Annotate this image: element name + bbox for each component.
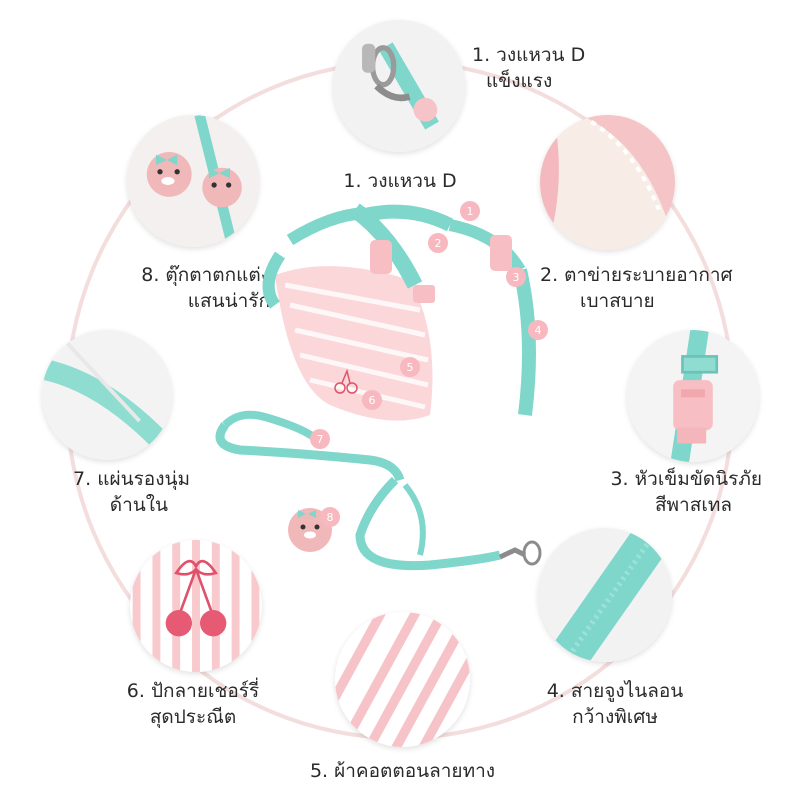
badge-5: 5 [400, 357, 420, 377]
plush-bear-icon [127, 115, 259, 247]
buckle-left [370, 240, 392, 274]
feature-5-label: 5. ผ้าคอตตอนลายทาง [309, 760, 496, 782]
feature-6-label: 6. ปักลายเชอร์รี่ สุดประณีต [126, 680, 260, 728]
photo-padding [42, 330, 172, 460]
svg-text:4: 4 [535, 324, 542, 337]
svg-text:3: 3 [513, 271, 520, 284]
badge-3: 3 [506, 267, 526, 287]
badge-7: 7 [310, 429, 330, 449]
badge-6: 6 [362, 390, 382, 410]
badge-4: 4 [528, 320, 548, 340]
photo-plush-toy [127, 115, 259, 247]
svg-text:8: 8 [327, 511, 334, 524]
d-ring-clip-icon [333, 20, 465, 152]
harness-product-illustration: 1 2 3 4 5 6 7 8 [215, 201, 548, 571]
buckle-right [490, 235, 512, 271]
svg-text:6: 6 [369, 394, 376, 407]
svg-text:5: 5 [407, 361, 414, 374]
svg-text:7: 7 [317, 433, 324, 446]
center-feature-label: 1. วงแหวน D [343, 170, 457, 192]
photo-striped-cotton [335, 612, 470, 747]
badge-1: 1 [460, 201, 480, 221]
photo-mesh [540, 115, 675, 250]
feature-3-label: 3. หัวเข็มขัดนิรภัย สีพาสเทล [610, 468, 762, 516]
striped-fabric-icon [335, 612, 470, 747]
nylon-strap-icon [538, 528, 672, 662]
feature-1-label: 1. วงแหวน D แข็งแรง [472, 44, 586, 92]
photo-buckle [627, 330, 759, 462]
padding-strap-icon [42, 330, 172, 460]
feature-7-label: 7. แผ่นรองนุ่ม ด้านใน [73, 468, 190, 516]
feature-2-label: 2. ตาข่ายระบายอากาศ เบาสบาย [540, 264, 733, 312]
photo-d-ring [333, 20, 465, 152]
badge-2: 2 [428, 233, 448, 253]
feature-4-label: 4. สายจูงไนลอน กว้างพิเศษ [546, 680, 684, 728]
badge-8: 8 [320, 507, 340, 527]
photo-nylon-strap [538, 528, 672, 662]
feature-8-label: 8. ตุ๊กตาตกแต่ง แสนน่ารัก [141, 264, 270, 312]
buckle-icon [627, 330, 759, 462]
svg-text:2: 2 [435, 237, 442, 250]
svg-text:1: 1 [467, 205, 474, 218]
